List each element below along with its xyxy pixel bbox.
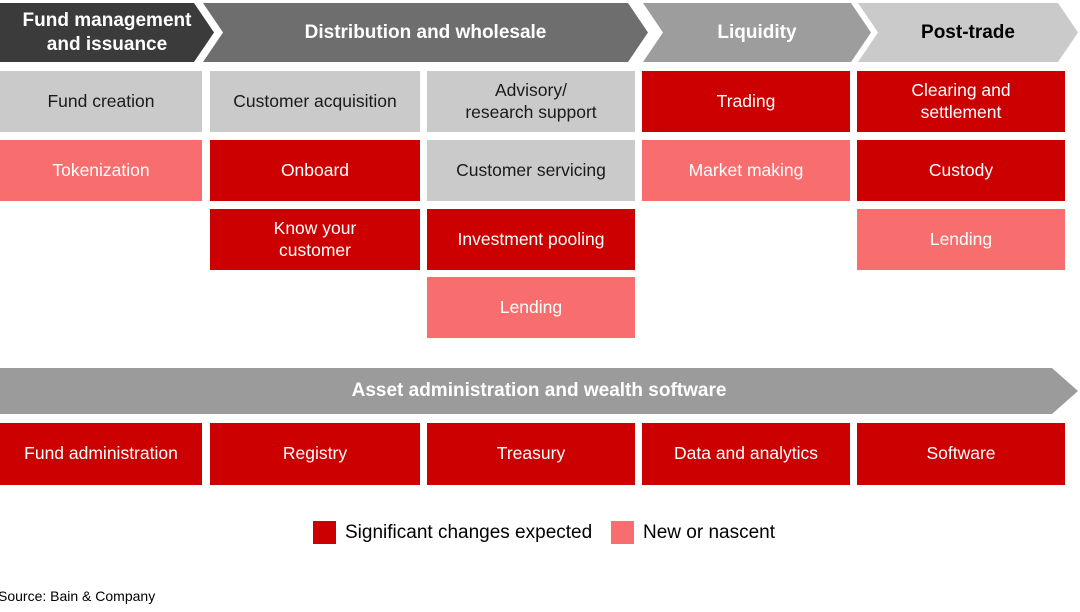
box-lending-distribution: Lending — [427, 277, 635, 338]
box-investment-pooling: Investment pooling — [427, 209, 635, 270]
box-custody: Custody — [857, 140, 1065, 201]
box-customer-acquisition: Customer acquisition — [210, 71, 420, 132]
box-market-making: Market making — [642, 140, 850, 201]
box-tokenization: Tokenization — [0, 140, 202, 201]
legend-swatch-red — [313, 521, 336, 544]
legend-swatch-pink — [611, 521, 634, 544]
box-fund-administration: Fund administration — [0, 423, 202, 485]
box-software: Software — [857, 423, 1065, 485]
header-distribution-and-wholesale: Distribution and wholesale — [203, 3, 648, 62]
header-fund-management-and-issuance: Fund management and issuance — [0, 3, 214, 62]
box-treasury: Treasury — [427, 423, 635, 485]
box-registry: Registry — [210, 423, 420, 485]
header-liquidity: Liquidity — [643, 3, 871, 62]
box-lending-post-trade: Lending — [857, 209, 1065, 270]
header-post-trade: Post-trade — [858, 3, 1078, 62]
legend-label-significant-changes: Significant changes expected — [345, 521, 593, 543]
legend-item-new-or-nascent: New or nascent — [611, 521, 775, 544]
box-onboard: Onboard — [210, 140, 420, 201]
legend-item-significant-changes: Significant changes expected — [313, 521, 592, 544]
legend-label-new-or-nascent: New or nascent — [643, 521, 776, 543]
box-customer-servicing: Customer servicing — [427, 140, 635, 201]
box-trading: Trading — [642, 71, 850, 132]
box-advisory-research-support: Advisory/ research support — [427, 71, 635, 132]
box-know-your-customer: Know your customer — [210, 209, 420, 270]
banner-asset-administration: Asset administration and wealth software — [0, 368, 1078, 414]
box-data-and-analytics: Data and analytics — [642, 423, 850, 485]
box-clearing-and-settlement: Clearing and settlement — [857, 71, 1065, 132]
source-attribution: Source: Bain & Company — [0, 588, 156, 604]
box-fund-creation: Fund creation — [0, 71, 202, 132]
